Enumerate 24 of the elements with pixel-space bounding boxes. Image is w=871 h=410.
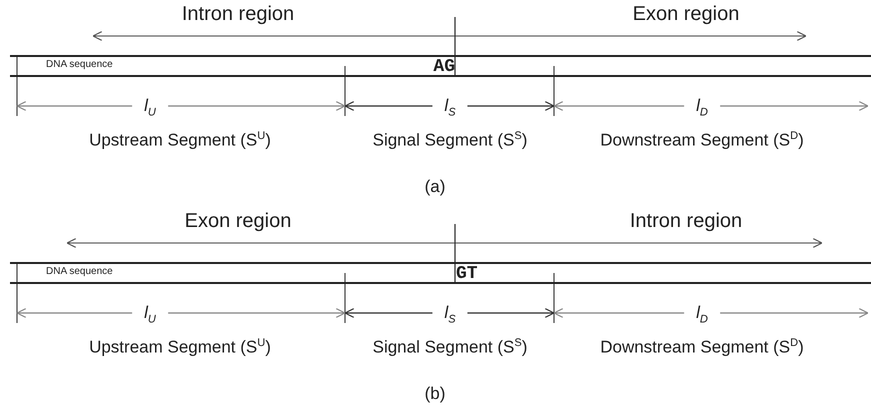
dna-strand-band bbox=[10, 55, 871, 77]
region-label: Intron region bbox=[630, 211, 742, 231]
region-label: Exon region bbox=[184, 211, 292, 231]
length-symbol: l$_{D}$ bbox=[684, 304, 720, 326]
segment-label: Upstream Segment (S$^{U}$) bbox=[89, 131, 271, 149]
strand-label: DNA sequence bbox=[46, 60, 113, 70]
region-label: Intron region bbox=[182, 4, 294, 24]
region-label: Exon region bbox=[632, 4, 740, 24]
segment-label: Signal Segment (S$^{S}$) bbox=[372, 338, 528, 356]
length-symbol: l$_{S}$ bbox=[432, 97, 468, 118]
panel-caption: (b) bbox=[424, 385, 446, 402]
segment-label: Upstream Segment (S$^{U}$) bbox=[89, 338, 271, 356]
length-symbol: l$_{U}$ bbox=[132, 97, 168, 118]
segment-label: Signal Segment (S$^{S}$) bbox=[372, 131, 528, 149]
segment-label: Downstream Segment (S$^{D}$) bbox=[600, 338, 804, 356]
panel-caption: (a) bbox=[424, 178, 446, 195]
length-symbol: l$_{U}$ bbox=[132, 304, 168, 326]
dna-strand-band bbox=[10, 262, 871, 284]
splice-motif: AG bbox=[433, 58, 455, 76]
splice-motif: GT bbox=[456, 265, 478, 283]
strand-label: DNA sequence bbox=[46, 267, 113, 277]
segment-label: Downstream Segment (S$^{D}$) bbox=[600, 131, 804, 149]
length-symbol: l$_{D}$ bbox=[684, 97, 720, 118]
length-symbol: l$_{S}$ bbox=[432, 304, 468, 326]
